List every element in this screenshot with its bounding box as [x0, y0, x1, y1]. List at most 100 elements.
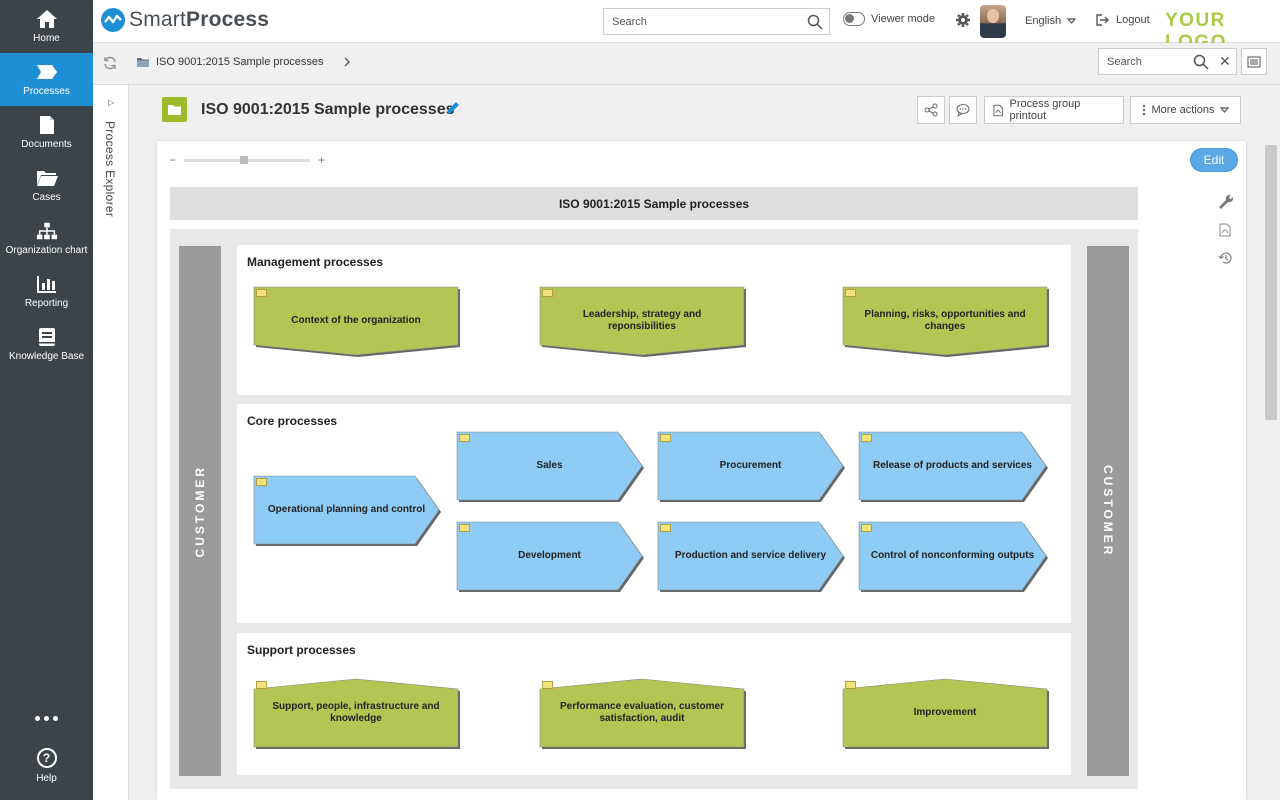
process-shape: [253, 678, 460, 749]
process-explorer-label[interactable]: Process Explorer: [103, 121, 117, 218]
book-icon: [36, 327, 58, 347]
expand-arrow-icon[interactable]: ▷: [108, 98, 115, 107]
folder-icon: [36, 168, 58, 188]
nav-knowledge-base[interactable]: Knowledge Base: [0, 318, 93, 371]
process-support-people[interactable]: Support, people, infrastructure and know…: [253, 678, 460, 749]
process-group-printout-button[interactable]: Process group printout: [984, 96, 1124, 124]
wrench-icon[interactable]: [1217, 193, 1233, 209]
brand-logo[interactable]: SmartProcess: [101, 8, 269, 32]
clear-search-icon[interactable]: ✕: [1219, 53, 1231, 69]
process-nonconforming-outputs[interactable]: Control of nonconforming outputs: [858, 521, 1048, 592]
nav-knowledge-base-label: Knowledge Base: [8, 351, 85, 362]
nav-home-label: Home: [33, 33, 60, 44]
process-shape: [253, 286, 460, 357]
diagram-canvas[interactable]: − + Edit ISO 9001:2015 Sample processes …: [157, 141, 1246, 800]
nav-help[interactable]: ? Help: [0, 748, 93, 798]
global-search-input[interactable]: [604, 9, 794, 34]
process-body: [456, 431, 643, 501]
pdf-icon: [993, 104, 1004, 116]
share-button[interactable]: [917, 96, 945, 124]
process-body: [858, 521, 1047, 591]
folder-icon: [542, 289, 553, 297]
process-body: [657, 521, 844, 591]
process-label: Performance evaluation, customer satisfa…: [560, 701, 724, 724]
nav-organization-chart[interactable]: Organization chart: [0, 212, 93, 265]
process-group-icon: [162, 97, 187, 122]
customer-label-left: CUSTOMER: [193, 464, 207, 558]
process-development[interactable]: Development: [456, 521, 644, 592]
logout-button[interactable]: Logout: [1096, 14, 1150, 26]
process-label: Leadership, strategy and reponsibilities: [582, 309, 702, 332]
process-label: Operational planning and control: [267, 504, 426, 515]
chevron-down-icon: [1067, 18, 1077, 24]
folder-icon: [861, 434, 872, 442]
history-icon[interactable]: [1217, 251, 1233, 265]
nav-documents[interactable]: Documents: [0, 106, 93, 159]
chevron-down-icon: [1220, 107, 1230, 113]
bar-chart-icon: [36, 274, 58, 294]
zoom-out-icon[interactable]: −: [169, 153, 177, 167]
nav-processes[interactable]: Processes: [0, 53, 93, 106]
gear-icon[interactable]: [955, 12, 971, 28]
process-release-products[interactable]: Release of products and services: [858, 431, 1048, 502]
toggle-switch[interactable]: [843, 12, 865, 26]
search-icon[interactable]: [1193, 54, 1209, 70]
process-body: [842, 286, 1048, 356]
comment-button[interactable]: [949, 96, 977, 124]
breadcrumb-item[interactable]: ISO 9001:2015 Sample processes: [156, 56, 324, 68]
logout-label: Logout: [1116, 14, 1150, 26]
zoom-in-icon[interactable]: +: [318, 153, 326, 167]
language-selector[interactable]: English: [1025, 15, 1077, 27]
nav-reporting[interactable]: Reporting: [0, 265, 93, 318]
search-icon[interactable]: [807, 14, 823, 30]
customer-band-left: CUSTOMER: [179, 246, 221, 776]
pencil-icon[interactable]: [445, 100, 461, 116]
process-label: Control of nonconforming outputs: [870, 550, 1035, 561]
vertical-scrollbar[interactable]: [1265, 145, 1277, 420]
global-search[interactable]: [603, 8, 830, 35]
process-search-input[interactable]: [1099, 49, 1179, 74]
refresh-icon[interactable]: [103, 56, 117, 70]
zoom-slider[interactable]: [184, 155, 311, 164]
process-shape: [539, 286, 746, 357]
process-shape: [842, 286, 1049, 357]
process-body: [253, 678, 459, 748]
process-production-service[interactable]: Production and service delivery: [657, 521, 845, 592]
chevron-right-icon[interactable]: [344, 57, 350, 67]
nav-home[interactable]: Home: [0, 0, 93, 53]
nav-cases[interactable]: Cases: [0, 159, 93, 212]
lane-title-management: Management processes: [247, 255, 384, 269]
process-performance-evaluation[interactable]: Performance evaluation, customer satisfa…: [539, 678, 746, 749]
process-improvement[interactable]: Improvement: [842, 678, 1049, 749]
process-operational-planning[interactable]: Operational planning and control: [253, 475, 441, 546]
folder-icon: [459, 434, 470, 442]
list-view-button[interactable]: [1241, 48, 1267, 75]
pdf-icon[interactable]: [1219, 223, 1231, 237]
breadcrumb[interactable]: ISO 9001:2015 Sample processes: [136, 56, 350, 68]
process-context-of-organization[interactable]: Context of the organization: [253, 286, 460, 357]
more-menu-icon[interactable]: [0, 700, 93, 736]
more-actions-button[interactable]: More actions: [1130, 96, 1241, 124]
process-sales[interactable]: Sales: [456, 431, 644, 502]
viewer-mode-label: Viewer mode: [871, 13, 935, 25]
page-title: ISO 9001:2015 Sample processes: [201, 101, 455, 118]
process-label: Context of the organization: [291, 315, 421, 326]
nav-reporting-label: Reporting: [24, 298, 69, 309]
edit-button[interactable]: Edit: [1190, 148, 1238, 172]
right-toolbar: [1217, 193, 1233, 265]
user-avatar[interactable]: [980, 5, 1006, 38]
zoom-slider-thumb[interactable]: [240, 155, 249, 164]
process-body: [842, 678, 1048, 748]
process-label: Sales: [536, 460, 563, 471]
zoom-control[interactable]: − +: [169, 153, 325, 167]
viewer-mode-toggle[interactable]: Viewer mode: [843, 12, 935, 26]
process-procurement[interactable]: Procurement: [657, 431, 845, 502]
process-planning-risks[interactable]: Planning, risks, opportunities and chang…: [842, 286, 1049, 357]
process-leadership-strategy[interactable]: Leadership, strategy and reponsibilities: [539, 286, 746, 357]
nav-cases-label: Cases: [32, 192, 61, 203]
process-explorer-panel[interactable]: ▷ Process Explorer: [93, 85, 129, 800]
printout-label: Process group printout: [1009, 98, 1081, 122]
brand-name-light: Smart: [129, 8, 187, 31]
process-search[interactable]: ✕: [1098, 48, 1237, 75]
process-shape: [858, 521, 1048, 592]
